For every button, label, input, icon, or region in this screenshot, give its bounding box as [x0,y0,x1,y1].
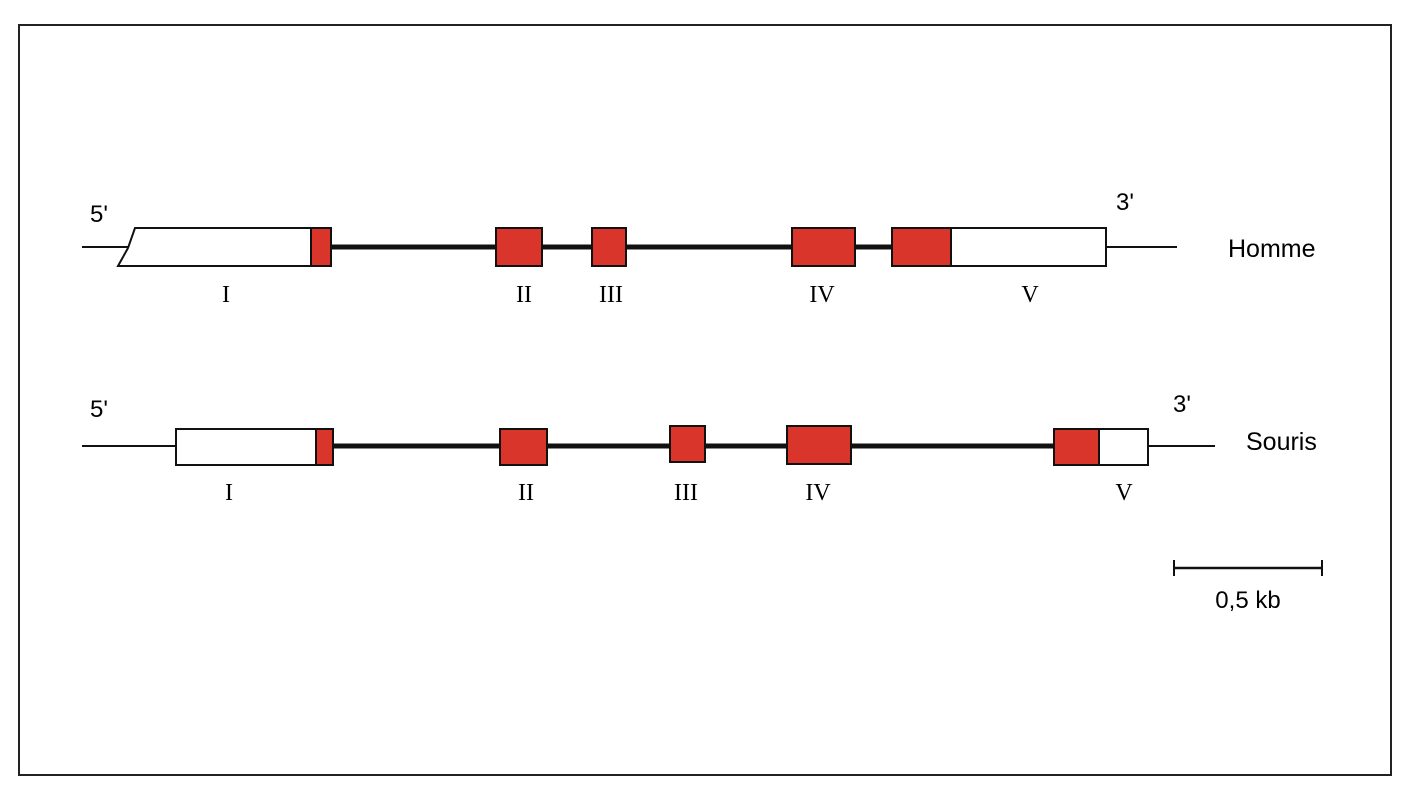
three-prime-label: 3' [1116,189,1134,216]
exon-label: V [1021,282,1039,308]
exon-1-noncoding [175,428,317,466]
exon-label: II [516,282,532,308]
exon-label: IV [805,480,831,506]
five-prime-label: 5' [90,396,108,423]
exon-2-coding [495,227,543,267]
exon-2-coding [499,428,548,466]
species-label-human: Homme [1228,235,1316,263]
species-label-mouse: Souris [1246,428,1317,456]
three-prime-label: 3' [1173,391,1191,418]
scale-bar: 0,5 kb [1173,560,1323,614]
exon-5-noncoding [1098,428,1149,466]
exon-label: I [225,480,233,506]
scale-bar-label: 0,5 kb [1215,587,1280,614]
exon-4-coding [786,425,852,465]
exon-5-coding [1053,428,1100,466]
five-prime-label: 5' [90,201,108,228]
exon-label: III [599,282,623,308]
exon-label: V [1115,480,1133,506]
exon-label: I [222,282,230,308]
exon-4-coding [791,227,856,267]
exon-5-noncoding [950,227,1107,267]
exon-label: IV [809,282,835,308]
gene-human: 5' 3' Homme I II III IV V [82,189,1316,308]
gene-mouse: 5' 3' Souris I II III IV V [82,391,1317,506]
exon-label: II [518,480,534,506]
exon-3-coding [669,425,706,463]
exon-1-coding [315,428,334,466]
exon-3-coding [591,227,627,267]
exon-5-coding [891,227,952,267]
figure-frame [18,24,1392,776]
exon-label: III [674,480,698,506]
exon-1-noncoding [116,227,312,267]
exon-1-coding [310,227,332,267]
